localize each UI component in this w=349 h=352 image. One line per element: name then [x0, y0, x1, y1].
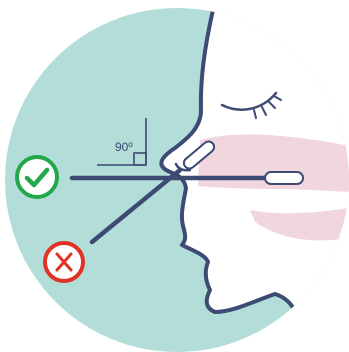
angle-label: 90º [115, 140, 133, 154]
correct-swab-tip [265, 172, 303, 184]
incorrect-indicator [45, 243, 83, 281]
correct-circle [17, 157, 57, 197]
correct-indicator [17, 157, 57, 197]
